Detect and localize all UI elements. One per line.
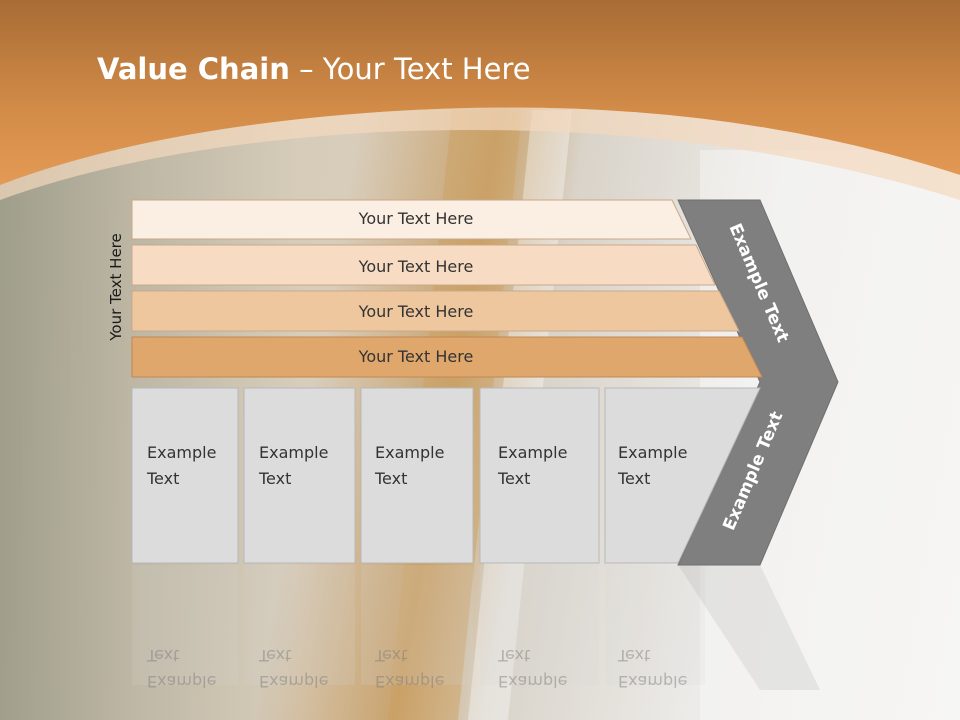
slide-title: Value Chain – Your Text Here [97,52,531,86]
box-label-line1: Example [498,443,567,462]
title-bold: Value Chain [97,52,290,86]
header-band [0,0,960,200]
chevron-arrow [677,199,839,566]
box-label-line1: Example [375,443,444,462]
box-reflection [480,565,599,685]
primary-activity-box [360,387,474,564]
reflection-text-group: Text Example Text Example Text Example T… [146,646,687,691]
primary-activity-box [131,387,239,564]
box-reflection [361,565,473,685]
support-activity-band [131,199,692,240]
band-label: Your Text Here [358,347,474,366]
box-label-line2: Text [258,469,291,488]
band-label: Your Text Here [358,257,474,276]
box-reflection-text: Example [618,672,687,691]
box-label-line2: Text [146,469,179,488]
box-reflection-text: Example [259,672,328,691]
band-label: Your Text Here [358,302,474,321]
support-activity-band [131,244,716,286]
box-label-line2: Text [617,469,650,488]
box-reflection-text: Text [374,646,407,665]
primary-activity-box [479,387,600,564]
band-label: Your Text Here [358,209,474,228]
box-label-line2: Text [497,469,530,488]
primary-activity-box [604,387,761,564]
box-reflection-text: Example [375,672,444,691]
box-label-line1: Example [259,443,328,462]
primary-activity-box [243,387,356,564]
box-label-line2: Text [374,469,407,488]
box-reflection-text: Text [617,646,650,665]
chevron-reflection [678,565,820,690]
box-label-line1: Example [147,443,216,462]
box-label-line1: Example [618,443,687,462]
title-rest: – Your Text Here [289,52,531,86]
box-reflection-text: Example [147,672,216,691]
support-activity-band [131,336,763,378]
box-reflection-text: Text [146,646,179,665]
box-reflection [605,565,705,685]
box-reflection [132,565,238,685]
support-activity-band [131,290,740,332]
box-reflection-text: Text [497,646,530,665]
box-reflection-text: Text [258,646,291,665]
reflection-group [132,565,820,690]
box-reflection [244,565,355,685]
box-reflection-text: Example [498,672,567,691]
